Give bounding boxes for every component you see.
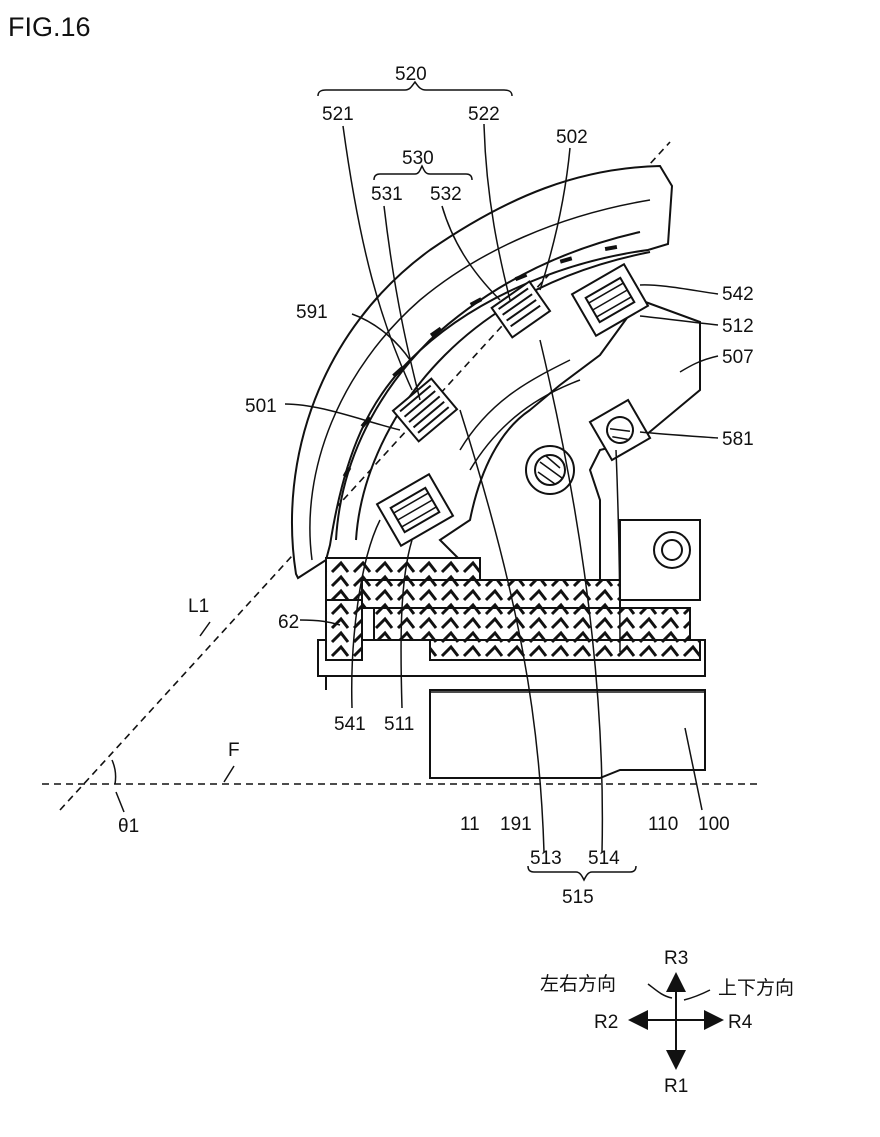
direction-compass: R3 R1 R2 R4 左右方向 上下方向: [540, 948, 794, 1097]
label-532: 532: [430, 184, 462, 205]
label-542: 542: [722, 284, 754, 305]
label-r1: R1: [664, 1076, 688, 1097]
figure-title: FIG.16: [8, 12, 91, 42]
label-100: 100: [698, 814, 730, 835]
spring-assembly-512: [570, 262, 650, 338]
spring-assembly-511: [375, 472, 455, 548]
reference-lines: [42, 141, 760, 813]
label-theta1: θ1: [118, 816, 139, 837]
label-513: 513: [530, 848, 562, 869]
leader-lines: [284, 80, 719, 882]
label-r3: R3: [664, 948, 688, 969]
housing-62: [325, 519, 701, 690]
label-581: 581: [722, 429, 754, 450]
callout-labels: 520 521 522 530 531 532 502 591 542 512 …: [118, 64, 754, 908]
label-501: 501: [245, 396, 277, 417]
label-530: 530: [402, 148, 434, 169]
label-ud-direction: 上下方向: [718, 977, 794, 999]
rim-ribs: [335, 231, 651, 541]
label-512: 512: [722, 316, 754, 337]
label-11: 11: [460, 814, 480, 835]
label-541: 541: [334, 714, 366, 735]
bearing-581: [588, 398, 652, 462]
label-591: 591: [296, 302, 328, 323]
label-r4: R4: [728, 1012, 753, 1033]
label-511: 511: [384, 714, 414, 735]
label-r2: R2: [594, 1012, 618, 1033]
spring-assembly-502: [490, 280, 552, 339]
label-502: 502: [556, 127, 588, 148]
label-515: 515: [562, 887, 594, 908]
label-522: 522: [468, 104, 500, 125]
label-l1: L1: [188, 596, 209, 617]
label-f: F: [228, 740, 240, 761]
label-lr-direction: 左右方向: [540, 973, 616, 995]
label-531: 531: [371, 184, 403, 205]
label-514: 514: [588, 848, 620, 869]
line-l1: [59, 141, 671, 811]
label-507: 507: [722, 347, 754, 368]
bearing-plate-515: [361, 579, 621, 609]
label-110: 110: [648, 814, 678, 835]
label-520: 520: [395, 64, 427, 85]
spring-assembly-501: [391, 377, 459, 443]
angle-arc: [111, 759, 117, 785]
label-191: 191: [500, 814, 532, 835]
label-62: 62: [278, 612, 299, 633]
theta-leader: [115, 791, 125, 813]
dome-cover-591: [290, 164, 674, 580]
lever-body-507: [438, 298, 701, 581]
label-521: 521: [322, 104, 354, 125]
